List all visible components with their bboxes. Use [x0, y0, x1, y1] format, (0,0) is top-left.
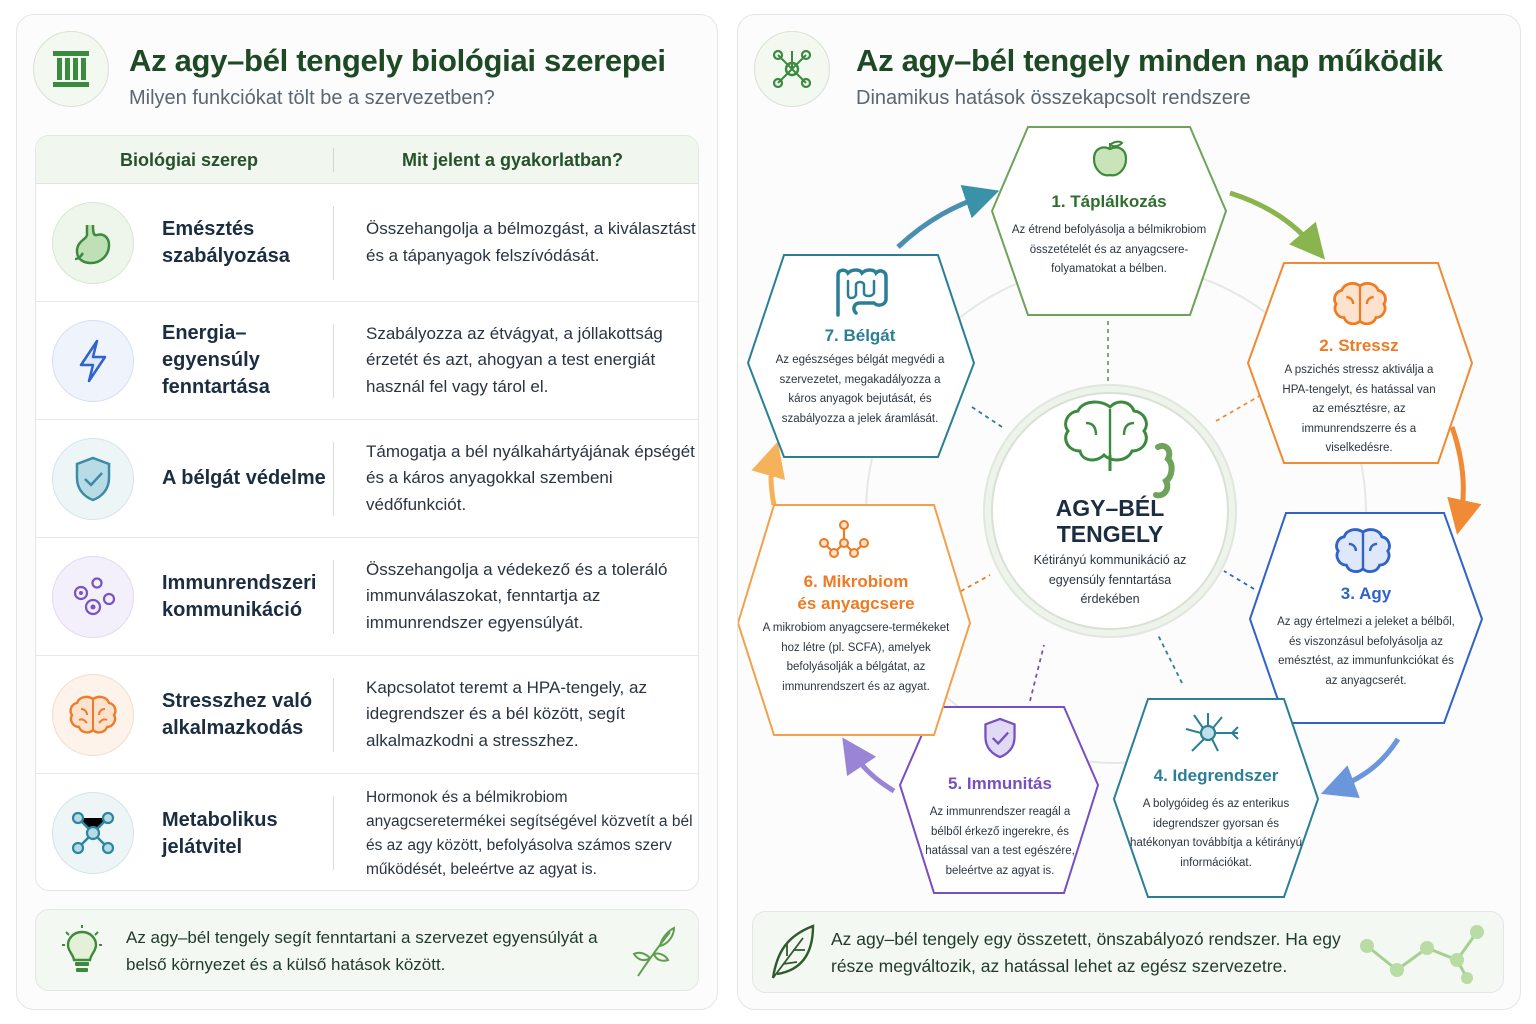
- diagram-subtitle: Dinamikus hatások összekapcsolt rendszer…: [856, 87, 1251, 109]
- role-description: Hormonok és a bélmikrobiom anyagcsereter…: [366, 789, 693, 878]
- table-header: Biológiai szerep Mit jelent a gyakorlatb…: [36, 136, 698, 184]
- molecule-chain-icon: [1357, 920, 1487, 991]
- brain-gut-icon: [1064, 400, 1175, 499]
- molecule-icon: [816, 517, 872, 572]
- page-subtitle: Milyen funkciókat tölt be a szervezetben…: [129, 87, 495, 109]
- row-divider: [333, 796, 334, 870]
- row-divider: [333, 678, 334, 752]
- node-title: 3. Agy: [1340, 584, 1392, 603]
- node-title: 5. Immunitás: [948, 774, 1052, 793]
- node-nutrition: 1. Táplálkozás Az étrend befolyásolja a …: [998, 191, 1220, 280]
- cycle-arrow: [1447, 426, 1482, 535]
- table-row: Immunrendszeri kommunikáció Összehangolj…: [36, 538, 698, 656]
- node-title: 4. Idegrendszer: [1153, 766, 1279, 785]
- node-title: 1. Táplálkozás: [1051, 192, 1167, 211]
- row-divider: [333, 324, 334, 398]
- table-row: Energia–egyensúly fenntartása Szabályozz…: [36, 302, 698, 420]
- cycle-arrow: [1320, 737, 1401, 799]
- node-stress: 2. Stressz A pszichés stressz aktiválja …: [1276, 335, 1442, 459]
- role-label: A bélgát védelme: [162, 467, 326, 489]
- node-description: Az étrend befolyásolja a bélmikrobiom ös…: [1011, 224, 1207, 275]
- lightning-icon: [52, 320, 134, 402]
- row-divider: [333, 560, 334, 634]
- hexagon-stress: [1246, 262, 1474, 464]
- node-description: Az agy értelmezi a jeleket a bélből, és …: [1277, 616, 1455, 687]
- node-immunity: 5. Immunitás Az immunrendszer reagál a b…: [918, 773, 1082, 881]
- column-header-role: Biológiai szerep: [120, 150, 259, 170]
- role-description: Szabályozza az étvágyat, a jóllakottság …: [366, 323, 663, 396]
- leaf-icon: [767, 922, 817, 987]
- role-description: Összehangolja a védekező és a toleráló i…: [366, 559, 668, 632]
- cycle-arrow: [1229, 190, 1326, 260]
- header-divider: [333, 148, 334, 172]
- right-panel: Az agy–bél tengely minden nap működik Di…: [737, 14, 1521, 1010]
- pillar-icon: [33, 31, 109, 107]
- role-label: Energia–egyensúly fenntartása: [162, 322, 270, 398]
- role-description: Támogatja a bél nyálkahártyájának épségé…: [366, 441, 695, 514]
- node-nervous: 4. Idegrendszer A bolygóideg és az enter…: [1130, 765, 1302, 873]
- lightbulb-icon: [62, 924, 102, 981]
- stomach-icon: [52, 202, 134, 284]
- role-label: Metabolikus jelátvitel: [162, 809, 278, 858]
- node-title: 6. Mikrobiom és anyagcsere: [797, 572, 915, 613]
- node-microbiome: 6. Mikrobiom és anyagcsere A mikrobiom a…: [762, 571, 950, 697]
- cycle-arrow: [751, 441, 786, 506]
- cycle-arrow: [896, 185, 1000, 249]
- node-description: A mikrobiom anyagcsere-termékeket hoz lé…: [762, 622, 950, 693]
- network-icon: [754, 31, 830, 107]
- brain-icon: [1332, 525, 1394, 582]
- spoke-nervous: [1157, 634, 1183, 684]
- intestine-icon: [832, 265, 890, 324]
- hexagon-barrier: [746, 254, 976, 458]
- molecule-icon: [52, 792, 134, 874]
- brain-icon: [1330, 279, 1390, 334]
- axis-diagram: [738, 126, 1484, 898]
- hexagon-microbiome: [738, 504, 972, 736]
- node-title: 7. Bélgát: [824, 326, 896, 345]
- spoke-brain: [1223, 570, 1255, 590]
- role-description: Kapcsolatot teremt a HPA-tengely, az ide…: [366, 677, 647, 750]
- node-barrier: 7. Bélgát Az egészséges bélgát megvédi a…: [772, 325, 948, 429]
- left-footer: Az agy–bél tengely segít fenntartani a s…: [35, 909, 699, 991]
- left-panel: Az agy–bél tengely biológiai szerepei Mi…: [16, 14, 718, 1010]
- roles-table: Biológiai szerep Mit jelent a gyakorlatb…: [35, 135, 699, 891]
- neuron-icon: [1182, 709, 1242, 762]
- spoke-microbiome: [953, 574, 991, 596]
- spoke-immunity: [1029, 644, 1045, 702]
- spoke-barrier: [971, 406, 1003, 428]
- center-title: AGY–BÉL TENGELY: [1055, 495, 1165, 547]
- role-label: Emésztés szabályozása: [162, 217, 290, 267]
- node-brain: 3. Agy Az agy értelmezi a jeleket a bélb…: [1274, 583, 1458, 691]
- page-title: Az agy–bél tengely biológiai szerepei: [129, 43, 666, 78]
- table-row: Stresszhez való alkalmazkodás Kapcsolato…: [36, 656, 698, 774]
- right-footer-text: Az agy–bél tengely egy összetett, önszab…: [831, 929, 1341, 976]
- node-title: 2. Stressz: [1319, 336, 1399, 355]
- node-description: Az immunrendszer reagál a bélből érkező …: [925, 806, 1075, 877]
- right-footer: Az agy–bél tengely egy összetett, önszab…: [752, 911, 1504, 993]
- role-label: Immunrendszeri kommunikáció: [162, 571, 317, 621]
- leaf-sprig-icon: [630, 924, 680, 985]
- shield-check-icon: [52, 438, 134, 520]
- role-label: Stresszhez való alkalmazkodás: [162, 689, 313, 739]
- hexagon-nutrition: [990, 126, 1228, 316]
- apple-icon: [1092, 139, 1128, 184]
- immune-cells-icon: [52, 556, 134, 638]
- role-description: Összehangolja a bélmozgást, a kiválasztá…: [366, 219, 696, 265]
- row-divider: [333, 206, 334, 280]
- node-description: A bolygóideg és az enterikus idegrendsze…: [1130, 798, 1302, 869]
- row-divider: [333, 442, 334, 516]
- hexagon-nervous: [1112, 698, 1320, 898]
- shield-check-icon: [980, 715, 1020, 766]
- table-row: Metabolikus jelátvitel Hormonok és a bél…: [36, 774, 698, 890]
- table-row: Emésztés szabályozása Összehangolja a bé…: [36, 184, 698, 302]
- column-header-meaning: Mit jelent a gyakorlatban?: [402, 150, 624, 170]
- node-description: A pszichés stressz aktiválja a HPA-tenge…: [1282, 364, 1436, 454]
- node-description: Az egészséges bélgát megvédi a szervezet…: [775, 354, 945, 425]
- left-footer-text: Az agy–bél tengely segít fenntartani a s…: [126, 928, 598, 974]
- center-description: Kétirányú kommunikáció az egyensúly fenn…: [1033, 553, 1187, 606]
- table-row: A bélgát védelme Támogatja a bél nyálkah…: [36, 420, 698, 538]
- cycle-arrow: [842, 737, 896, 794]
- diagram-title: Az agy–bél tengely minden nap működik: [856, 43, 1443, 78]
- brain-icon: [52, 674, 134, 756]
